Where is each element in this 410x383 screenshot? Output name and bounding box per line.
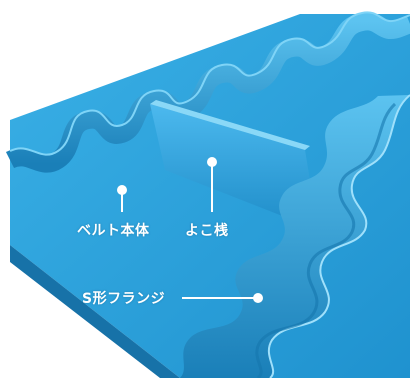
belt-edge <box>10 245 180 378</box>
cross-cleat-face <box>150 104 318 230</box>
belt-body-label: ベルト本体 <box>77 223 150 239</box>
cross-cleat-top <box>150 100 310 150</box>
s-flange-back-wall <box>5 12 410 173</box>
belt-body-dot <box>117 185 127 195</box>
cross-cleat-dot <box>207 157 217 167</box>
s-flange-dot <box>253 293 263 303</box>
cross-cleat-label: よこ桟 <box>185 223 229 239</box>
s-flange-back-rim <box>9 11 410 156</box>
s-flange-front-wall <box>180 95 410 378</box>
s-flange-front-inner <box>255 102 397 380</box>
s-flange-front-rim <box>267 94 410 379</box>
s-flange-label: S形フランジ <box>82 291 166 307</box>
